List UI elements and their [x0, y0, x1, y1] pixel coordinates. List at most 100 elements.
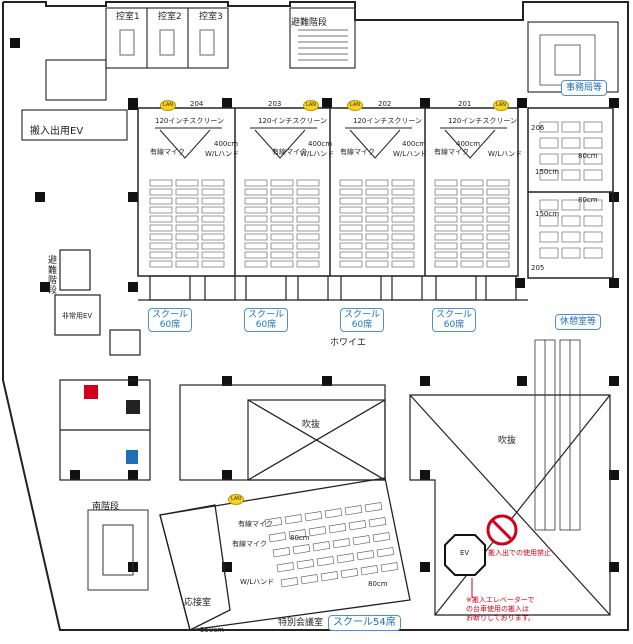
desk — [296, 188, 320, 196]
capacity-seats: 60席 — [255, 320, 277, 330]
special-desk — [372, 532, 391, 543]
dim-150cm: 150cm — [535, 168, 560, 176]
rest-table — [539, 137, 559, 149]
desk — [365, 260, 389, 268]
special-desk — [360, 565, 379, 576]
desk — [434, 197, 458, 205]
desk — [434, 215, 458, 223]
mic-label: 有線マイク — [232, 540, 267, 548]
desk — [296, 206, 320, 214]
capacity-seats: 60席 — [443, 320, 465, 330]
desk — [391, 206, 415, 214]
warning-line-1: ※搬入エレベーターで — [466, 596, 535, 604]
desk — [201, 188, 225, 196]
desk — [339, 233, 363, 241]
desk — [339, 179, 363, 187]
desk — [175, 215, 199, 223]
desk — [460, 224, 484, 232]
special-desk — [348, 520, 367, 531]
lan-icon: LAN — [303, 100, 319, 111]
rest-table — [561, 169, 581, 181]
ev-shaft — [444, 534, 486, 576]
desk — [270, 260, 294, 268]
special-desk — [368, 517, 387, 528]
rest-table — [583, 247, 603, 259]
special-desk — [352, 535, 371, 546]
special-desk — [344, 505, 363, 516]
mic-label: 有線マイク — [340, 148, 375, 156]
desk — [270, 197, 294, 205]
special-desk — [320, 571, 339, 582]
desk — [296, 242, 320, 250]
desk — [149, 206, 173, 214]
special-desk — [268, 532, 287, 543]
capacity-special: スクール54席 — [328, 615, 401, 631]
desk — [244, 260, 268, 268]
control-room-1-label: 控室1 — [116, 12, 140, 22]
carry-in-note: 搬入出での使用禁止 — [488, 549, 551, 557]
room-doors — [149, 275, 517, 301]
desk — [365, 215, 389, 223]
stair-top-label: 避難階段 — [291, 18, 328, 28]
rest-table — [561, 199, 581, 211]
desk — [391, 251, 415, 259]
room-number-206: 206 — [531, 124, 545, 132]
desk — [270, 251, 294, 259]
emergency-ev-label: 非常用EV — [62, 312, 93, 320]
escalators — [534, 339, 581, 531]
special-desk — [300, 574, 319, 585]
desk — [201, 215, 225, 223]
rest-table — [539, 199, 559, 211]
desk — [175, 179, 199, 187]
lan-icon: LAN — [228, 494, 244, 505]
warning-line-2: の台車使用の搬入は — [466, 605, 529, 613]
dim-80cm: 80cm — [368, 580, 388, 588]
dim-150cm: 150cm — [535, 210, 560, 218]
desk — [365, 251, 389, 259]
rest-table — [583, 169, 603, 181]
capacity-204: スクール 60席 — [148, 308, 193, 332]
desk — [365, 242, 389, 250]
desk — [460, 188, 484, 196]
dim-80cm: 80cm — [290, 534, 310, 542]
capacity-line: スクール — [248, 310, 285, 320]
desk — [486, 260, 510, 268]
screens — [155, 127, 507, 159]
desk — [270, 242, 294, 250]
special-desk — [380, 562, 399, 573]
lan-icon: LAN — [160, 100, 176, 111]
desk — [270, 224, 294, 232]
desk — [434, 188, 458, 196]
desk — [244, 179, 268, 187]
desk — [244, 251, 268, 259]
room-number-204: 204 — [190, 100, 204, 108]
room-number-202: 202 — [378, 100, 392, 108]
capacity-line: スクール — [436, 310, 473, 320]
rest-table — [539, 153, 559, 165]
desk — [339, 251, 363, 259]
desk — [244, 233, 268, 241]
rest-table — [539, 231, 559, 243]
atrium-right-label: 吹抜 — [498, 436, 517, 446]
rest-table — [561, 215, 581, 227]
desk — [244, 197, 268, 205]
desk — [391, 188, 415, 196]
desk — [149, 242, 173, 250]
desk — [339, 224, 363, 232]
south-stair-label: 南階段 — [92, 502, 120, 512]
desk — [486, 251, 510, 259]
dim-400cm: 400cm — [214, 140, 239, 148]
building-outline — [2, 1, 629, 631]
desk — [460, 251, 484, 259]
desk — [460, 233, 484, 241]
special-desk — [288, 529, 307, 540]
rest-room-label: 休憩室等 — [555, 314, 602, 330]
special-desk — [284, 514, 303, 525]
desk — [149, 188, 173, 196]
desk — [175, 251, 199, 259]
desk — [175, 242, 199, 250]
desk — [296, 215, 320, 223]
special-desk — [336, 553, 355, 564]
desk — [391, 224, 415, 232]
mic-label: 有線マイク — [238, 520, 273, 528]
